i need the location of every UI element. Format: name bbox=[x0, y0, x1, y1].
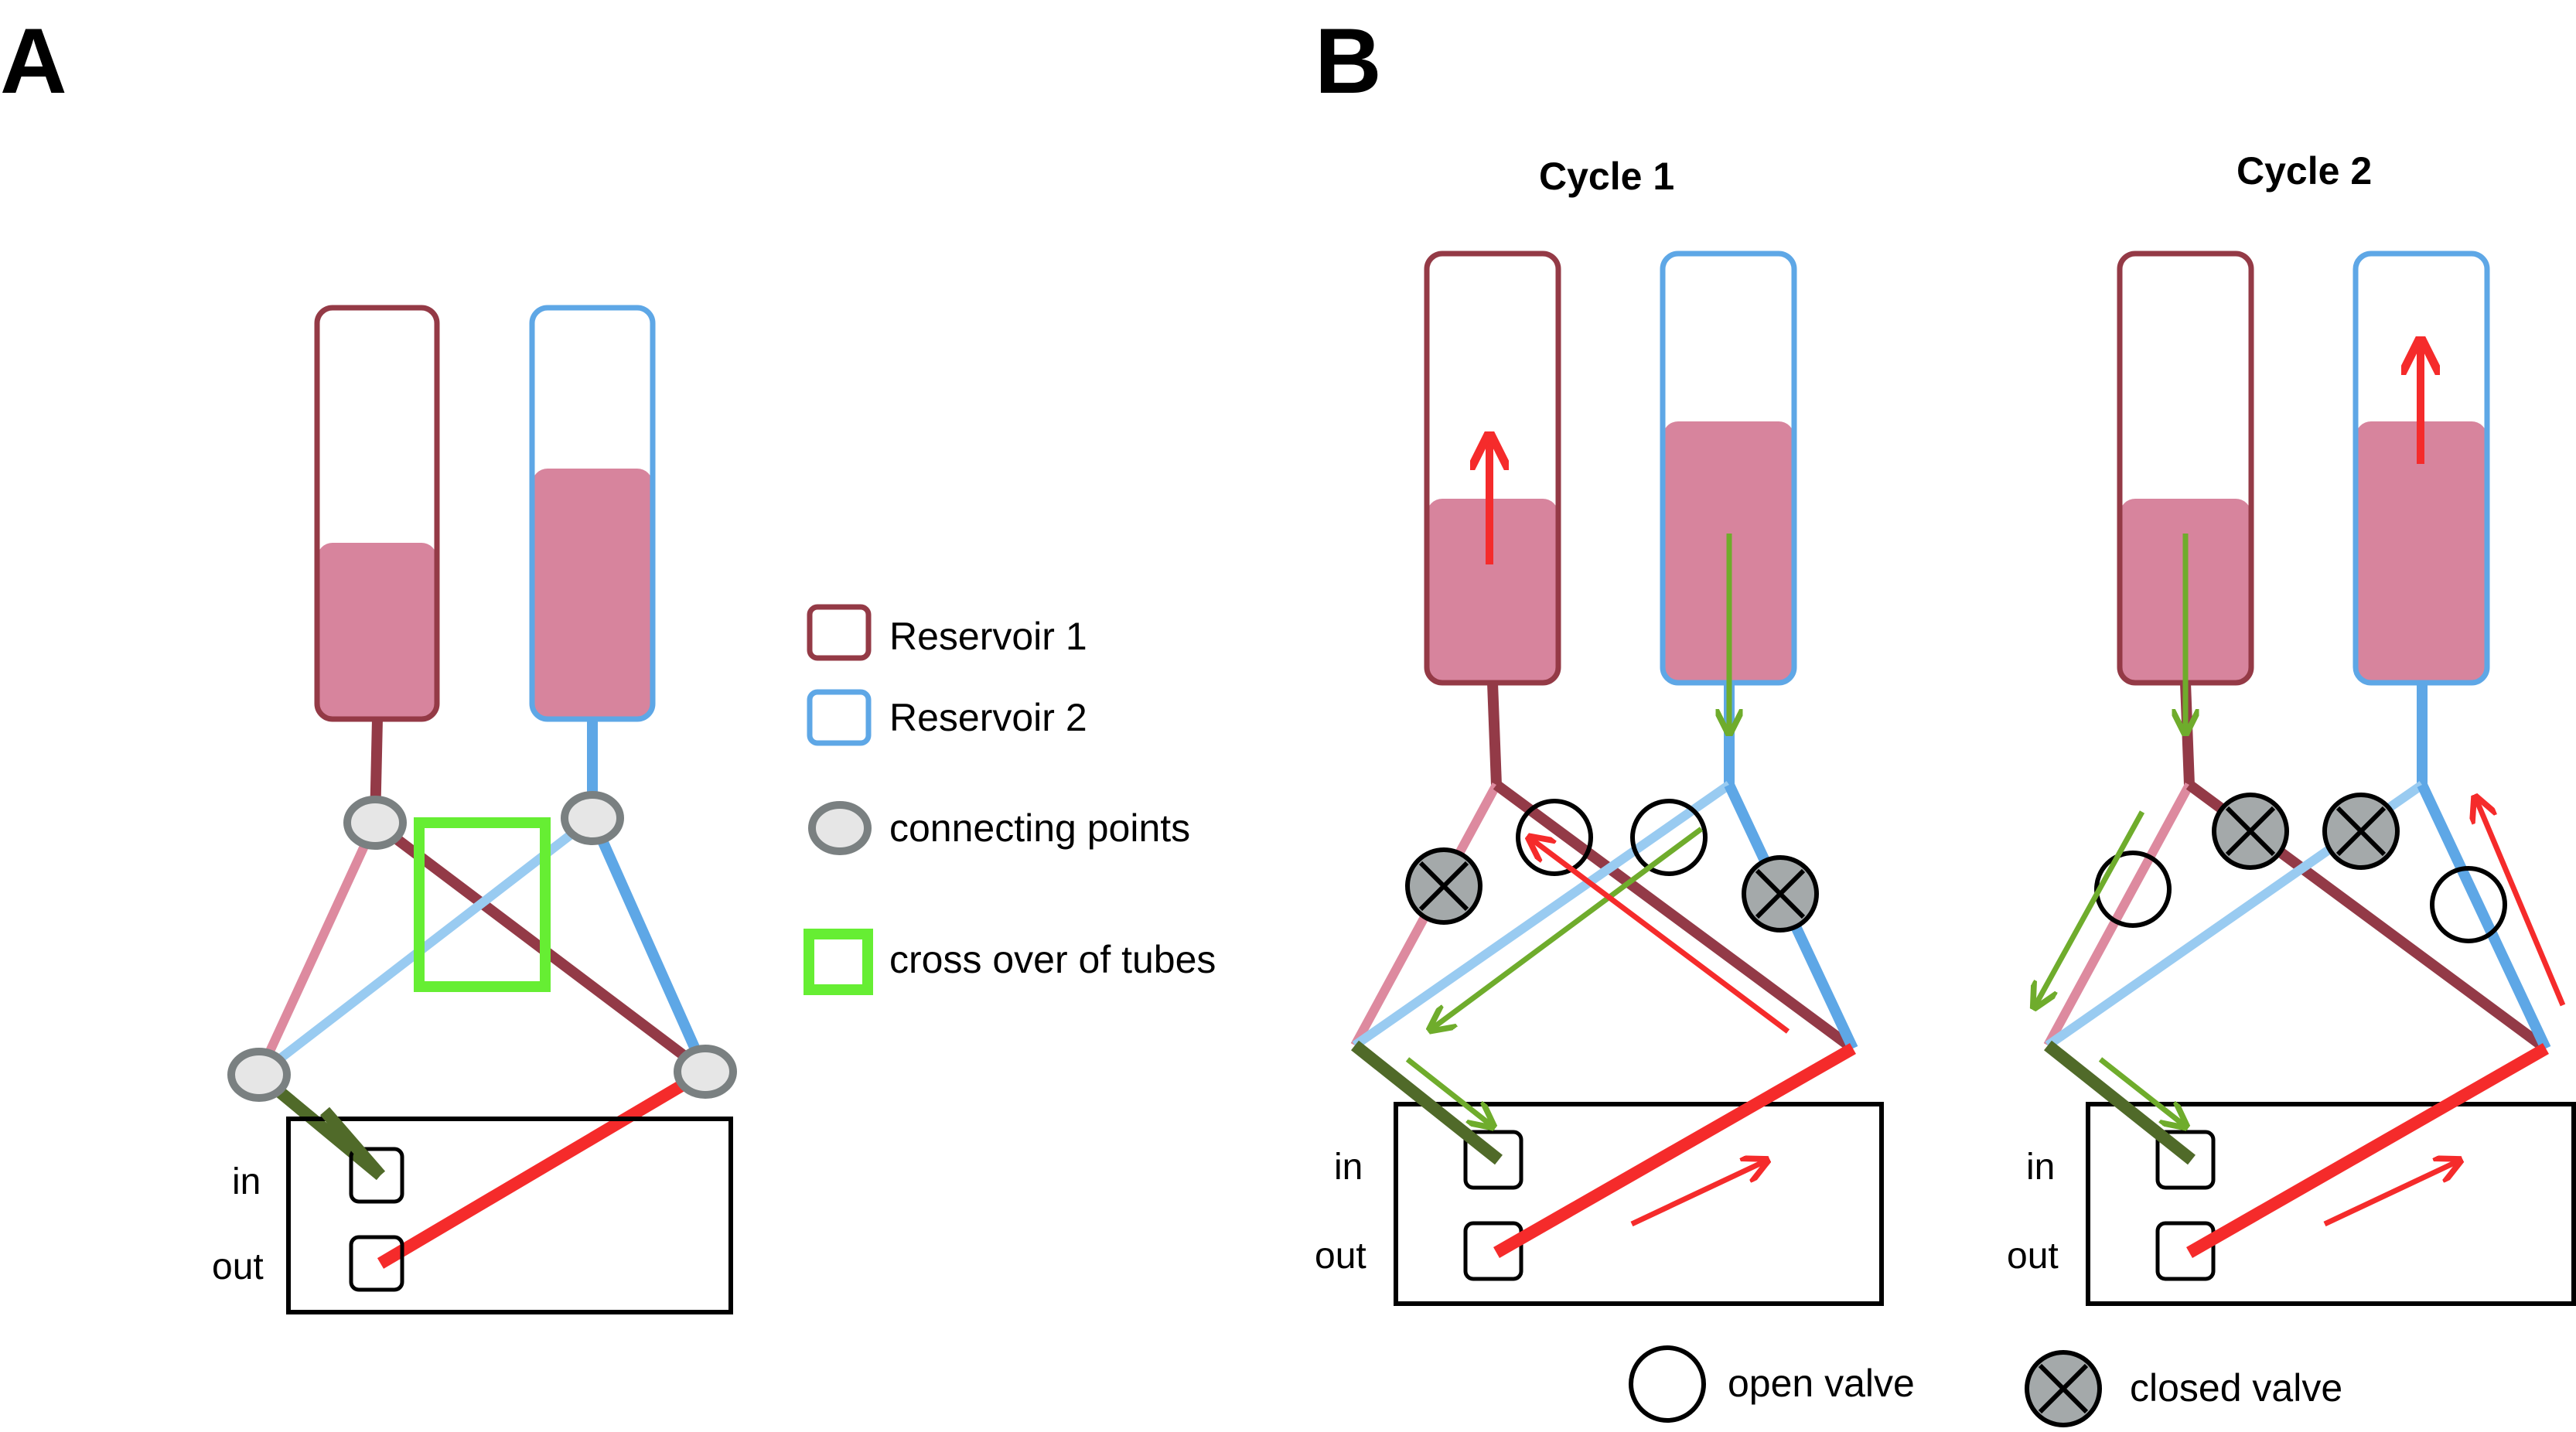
out-port bbox=[349, 1235, 404, 1292]
flow-arrow-red-device bbox=[2323, 1161, 2458, 1227]
connecting-point bbox=[343, 796, 407, 850]
in-label: in bbox=[2026, 1147, 2055, 1188]
legend-swatch-reservoir-2 bbox=[807, 689, 872, 746]
tube-r1-stem bbox=[1487, 682, 1502, 786]
tube-out bbox=[377, 1066, 709, 1269]
in-label: in bbox=[1334, 1147, 1363, 1188]
device-box bbox=[1394, 1102, 1884, 1306]
tube-out bbox=[2186, 1043, 2549, 1258]
reservoir-1-fluid bbox=[317, 543, 437, 719]
out-label: out bbox=[212, 1246, 264, 1287]
connecting-point bbox=[227, 1048, 291, 1102]
tube-out bbox=[1493, 1043, 1856, 1258]
flow-arrow-green-diagonal bbox=[1432, 827, 1704, 1028]
reservoir-2 bbox=[529, 305, 656, 722]
legend-open-valve-label: open valve bbox=[1728, 1362, 1915, 1405]
tube-in bbox=[1351, 1040, 1503, 1165]
cycle-2-reservoir-2 bbox=[2353, 251, 2490, 686]
crossover-highlight bbox=[414, 817, 551, 992]
panel-a-diagram: in out bbox=[212, 305, 737, 1314]
cycle-2-title: Cycle 2 bbox=[2237, 149, 2372, 193]
device-box bbox=[2086, 1102, 2576, 1306]
device-box bbox=[286, 1117, 733, 1314]
closed-valve-x bbox=[2335, 806, 2387, 857]
tube-dark-red-diagonal bbox=[1493, 780, 1857, 1053]
tube-blue bbox=[2417, 782, 2551, 1051]
flow-arrow-green-in bbox=[1405, 1057, 1491, 1125]
in-port bbox=[349, 1147, 404, 1204]
out-port bbox=[2155, 1221, 2216, 1281]
reservoir-1 bbox=[314, 305, 440, 722]
flow-arrow-red-right bbox=[2476, 800, 2566, 1007]
flow-arrow-green-left bbox=[2035, 810, 2145, 1005]
closed-valve-x bbox=[1755, 868, 1806, 919]
legend-crossover-swatch bbox=[804, 929, 873, 995]
tube-light-blue-diagonal bbox=[1352, 781, 1732, 1049]
flow-arrow-red-diagonal bbox=[1531, 839, 1790, 1034]
tube-pink bbox=[254, 820, 380, 1077]
panel-b-label: B bbox=[1315, 9, 1382, 113]
open-valve-icon bbox=[1516, 799, 1593, 876]
legend-closed-valve-label: closed valve bbox=[2130, 1366, 2342, 1410]
legend-swatch-reservoir-1 bbox=[807, 604, 872, 661]
tube-in-end bbox=[319, 1106, 386, 1180]
reservoir-1-fluid bbox=[1427, 499, 1558, 683]
flow-arrow-green-in bbox=[2098, 1057, 2184, 1125]
tube-in bbox=[2044, 1040, 2196, 1165]
legend-connecting-point-icon bbox=[808, 801, 872, 855]
open-valve-icon bbox=[1630, 799, 1708, 876]
legend-crossover-label: cross over of tubes bbox=[889, 938, 1216, 981]
in-label: in bbox=[232, 1161, 261, 1202]
tube-blue bbox=[587, 816, 711, 1074]
legend-a: Reservoir 1 Reservoir 2 connecting point… bbox=[804, 604, 1216, 995]
panel-a-label: A bbox=[0, 9, 67, 113]
connecting-point bbox=[561, 791, 624, 845]
legend-b: open valve closed valve bbox=[1629, 1345, 2342, 1427]
reservoir-2-fluid bbox=[2356, 421, 2487, 683]
tube-light-blue-diagonal bbox=[256, 814, 595, 1079]
legend-connecting-points-label: connecting points bbox=[889, 806, 1190, 850]
cycle-1-title: Cycle 1 bbox=[1539, 155, 1674, 198]
tube-pink bbox=[2043, 782, 2194, 1048]
legend-reservoir-1-label: Reservoir 1 bbox=[889, 615, 1087, 658]
out-label: out bbox=[1315, 1236, 1366, 1277]
out-port bbox=[1463, 1221, 1523, 1281]
legend-reservoir-2-label: Reservoir 2 bbox=[889, 696, 1087, 739]
flow-arrow-red-device bbox=[1630, 1161, 1765, 1227]
out-label: out bbox=[2007, 1236, 2059, 1277]
legend-open-valve-icon bbox=[1629, 1345, 1706, 1423]
reservoir-2-fluid bbox=[532, 469, 653, 719]
closed-valve-x bbox=[2225, 806, 2276, 857]
cycle-1: Cycle 1 in out bbox=[1315, 155, 1884, 1306]
closed-valve-x bbox=[1418, 861, 1469, 912]
cycle-2: Cycle 2 in out bbox=[2007, 149, 2576, 1306]
legend-closed-valve-x bbox=[2038, 1363, 2089, 1414]
open-valve-icon bbox=[2430, 866, 2507, 943]
connecting-point bbox=[674, 1045, 737, 1099]
